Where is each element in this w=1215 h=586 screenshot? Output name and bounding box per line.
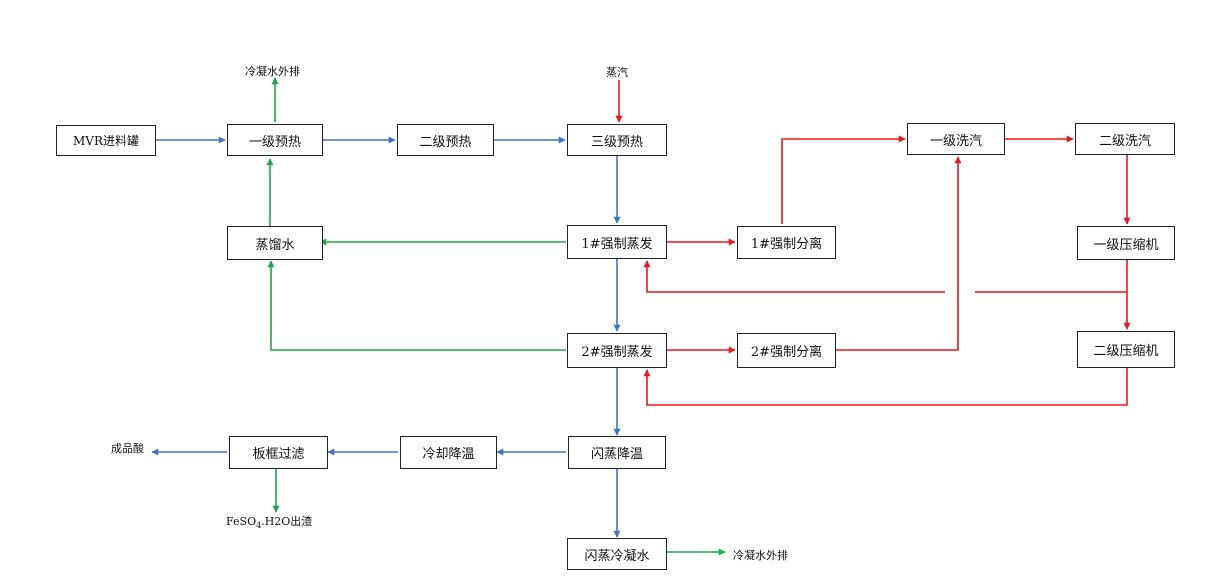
node-compressor-2: 二级压缩机 [1077,331,1175,368]
node-filter-press: 板框过滤 [229,436,328,469]
flow-comp-return-to-evap1 [643,260,945,293]
residue-formula-prefix: FeSO [226,515,257,528]
node-separation-1: 1#强制分离 [737,226,836,259]
flow-comp2-to-evap2 [643,368,1128,406]
node-wash-steam-1: 一级洗汽 [907,123,1005,155]
node-forced-evap-1: 1#强制蒸发 [567,225,667,259]
node-cooling: 冷却降温 [400,436,497,469]
node-separation-2: 2#强制分离 [737,333,836,368]
label-product-acid: 成品酸 [111,442,144,455]
node-preheat-3: 三级预热 [567,124,667,156]
node-mvr-tank: MVR进料罐 [56,125,156,156]
node-preheat-1: 一级预热 [227,124,323,156]
residue-formula-subscript: 4 [256,521,262,531]
node-distilled-water: 蒸馏水 [227,226,323,260]
label-condensate-out-bottom: 冷凝水外排 [733,549,788,562]
node-forced-evap-2: 2#强制蒸发 [567,333,667,368]
label-condensate-out-top: 冷凝水外排 [245,65,300,78]
flow-sep2-to-wash1 [836,156,962,351]
node-compressor-1: 一级压缩机 [1077,226,1175,260]
residue-formula-suffix: .H2O出渣 [261,515,313,528]
node-flash-cooling: 闪蒸降温 [568,436,666,469]
node-wash-steam-2: 二级洗汽 [1075,123,1175,155]
node-preheat-2: 二级预热 [397,124,494,156]
node-flash-condensate: 闪蒸冷凝水 [567,538,667,570]
flow-sep1-to-wash1 [781,135,906,224]
label-steam-in: 蒸汽 [606,66,628,79]
flow-evap2-to-distilled [267,260,566,351]
label-residue: FeSO4.H2O出渣 [226,513,312,530]
